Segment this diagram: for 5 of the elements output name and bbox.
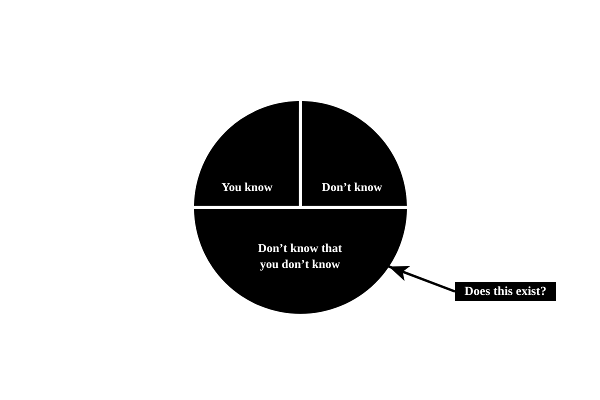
arrow	[388, 265, 456, 293]
segment-label: Don’t know that you don’t know	[256, 240, 343, 272]
segment-label: You know	[221, 179, 273, 195]
segment-label: Don’t know	[322, 179, 382, 195]
callout-label: Does this exist?	[455, 282, 556, 301]
